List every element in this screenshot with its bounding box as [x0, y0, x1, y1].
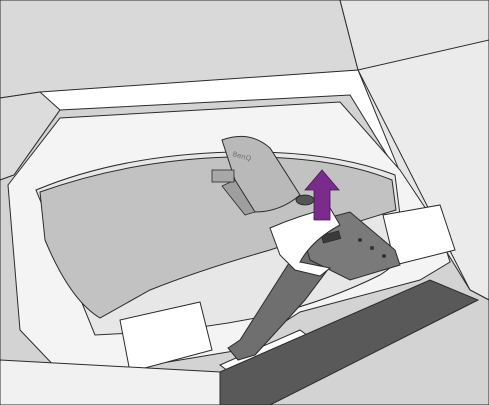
stand-knob	[296, 195, 314, 205]
stand-screw-2	[370, 246, 374, 250]
stand-tab	[212, 170, 234, 182]
stand-screw-1	[358, 238, 362, 242]
box-back-wall	[0, 0, 358, 98]
stand-screw-3	[382, 254, 386, 258]
